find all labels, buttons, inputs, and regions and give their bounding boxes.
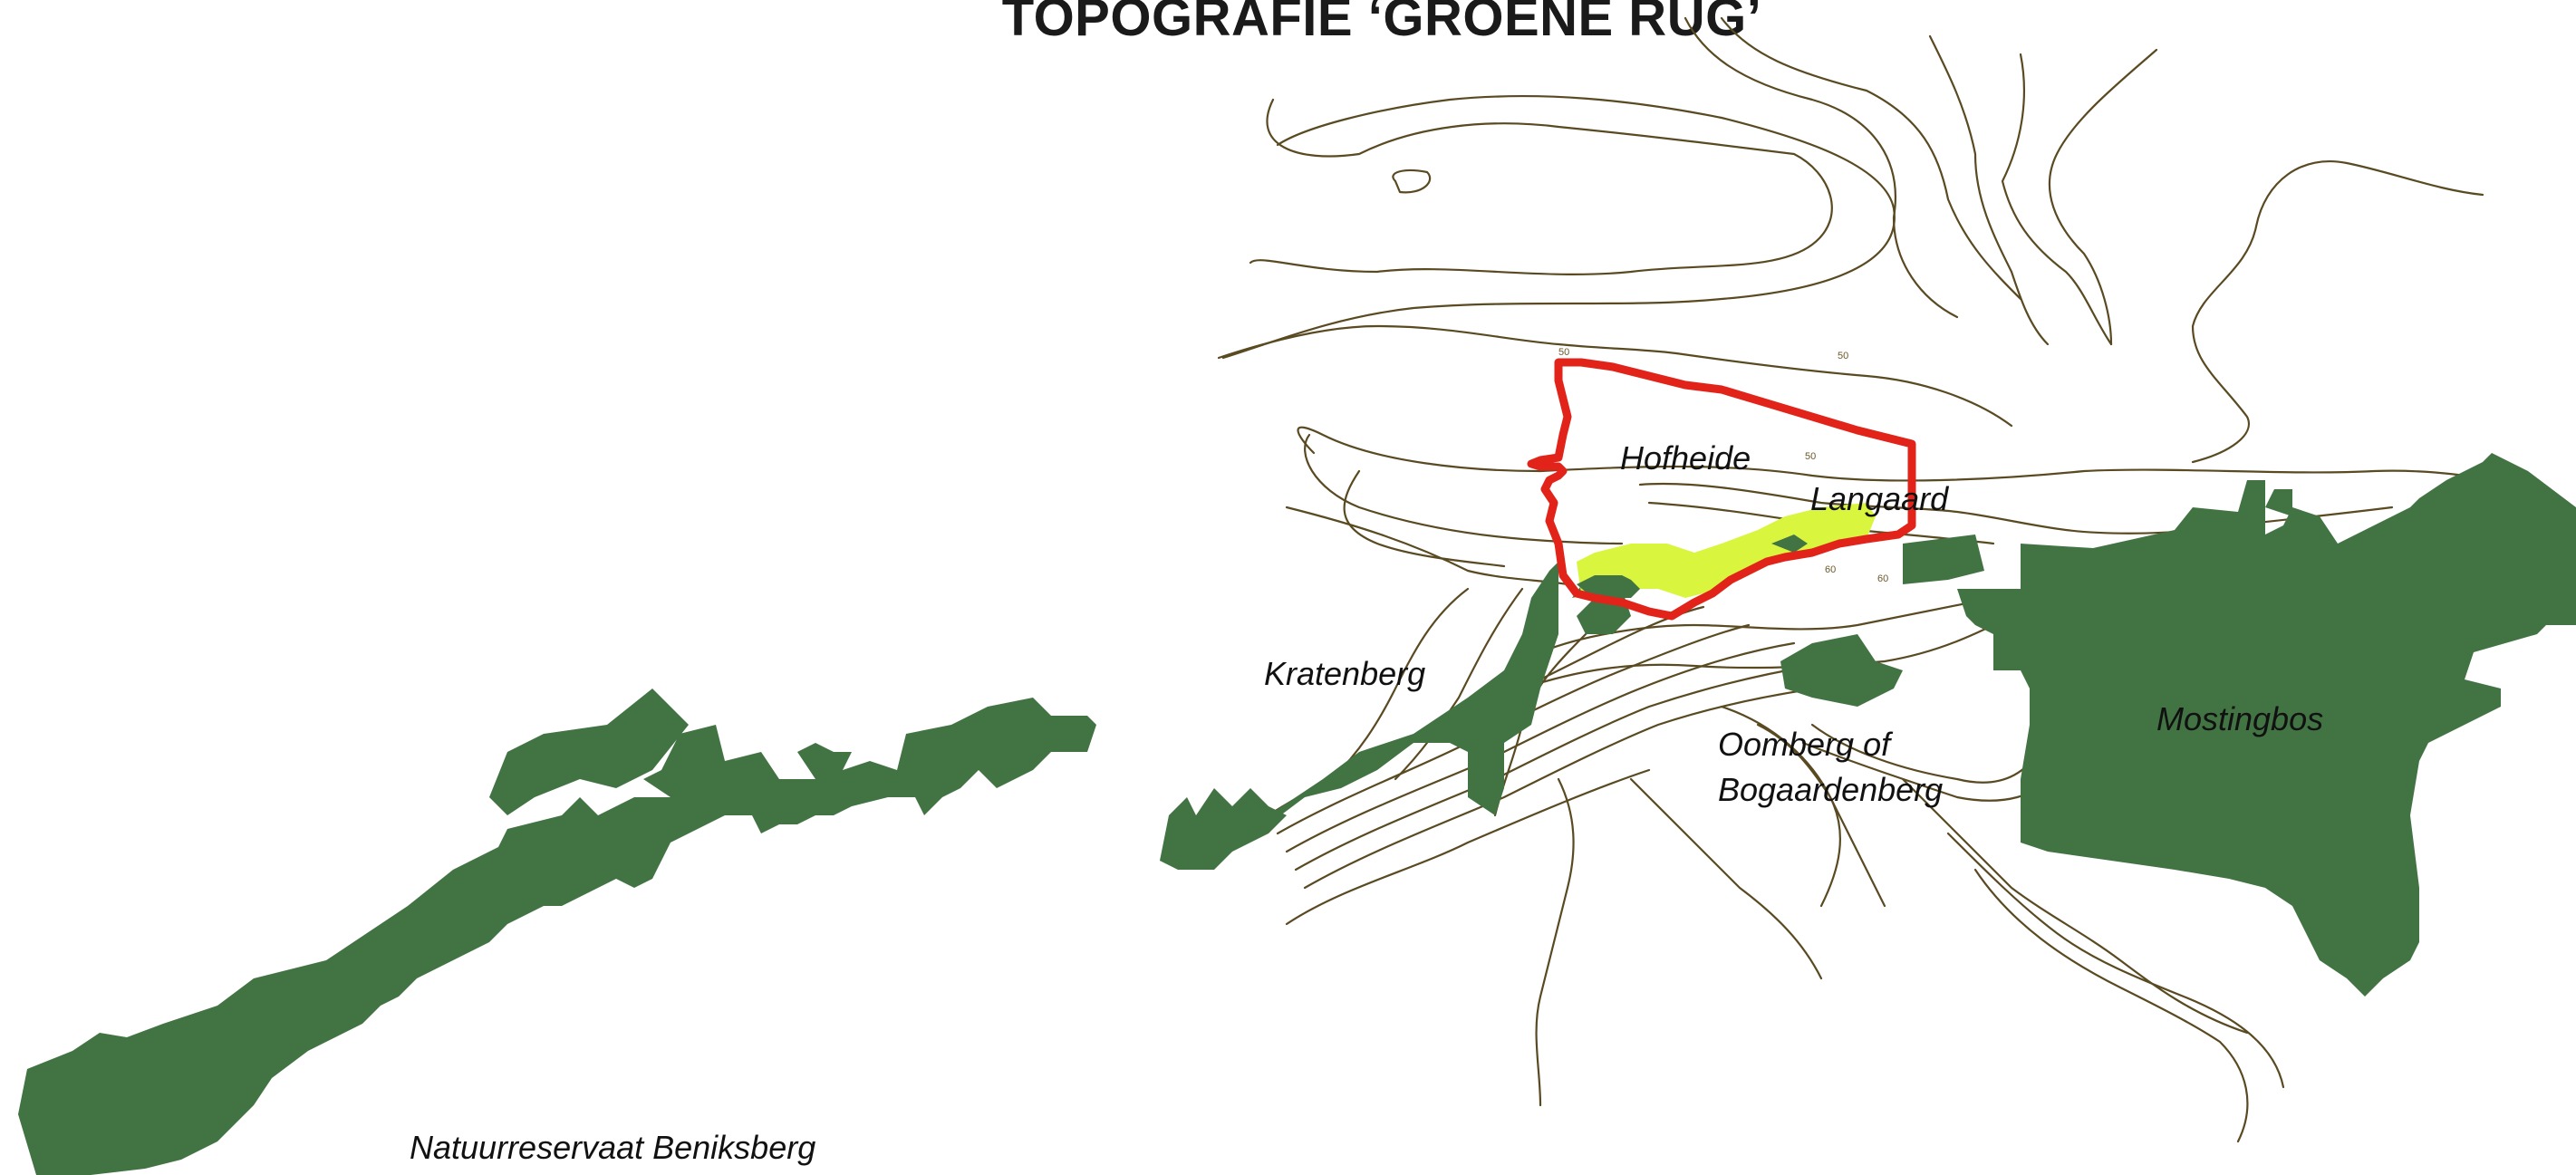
forest-areas	[18, 453, 2576, 1175]
contour-line	[1684, 16, 1959, 319]
contour-line	[1285, 641, 1796, 853]
contour-line	[2191, 160, 2484, 464]
contour-line	[1217, 324, 1678, 360]
forest-area	[1160, 788, 1287, 870]
label-oomberg: Oomberg of	[1718, 726, 1894, 763]
contour-line	[1901, 777, 2249, 1035]
contour-line	[1756, 723, 1886, 908]
contour-line	[1221, 94, 1896, 360]
label-bogaardenberg: Bogaardenberg	[1718, 771, 1943, 808]
elevation-label: 60	[1825, 564, 1836, 575]
elevation-label: 50	[1805, 451, 1816, 462]
contour-line	[1394, 587, 1524, 781]
forest-area	[1771, 535, 1808, 553]
elevation-label: 60	[1877, 573, 1888, 584]
contour-line	[1535, 777, 1575, 1107]
forest-area	[1780, 634, 1903, 707]
contour-line	[1629, 777, 1823, 980]
contour-line	[1720, 16, 2022, 301]
contour-line	[1973, 868, 2249, 1143]
elevation-label: 50	[1838, 351, 1848, 361]
contour-line	[1810, 723, 2041, 784]
label-hofheide: Hofheide	[1620, 439, 1751, 477]
contour-line	[2001, 53, 2113, 346]
label-beniksberg: Natuurreservaat Beniksberg	[410, 1129, 815, 1166]
contour-line	[1674, 352, 2013, 428]
contour-line	[1928, 34, 2050, 346]
forest-area	[489, 689, 689, 815]
contour-line	[1946, 832, 2285, 1089]
contour-line	[1294, 664, 1814, 872]
forest-area	[2265, 489, 2292, 516]
highlight-area-langaard	[1577, 503, 1876, 598]
contour-line	[1304, 433, 1624, 545]
contour-line	[2048, 48, 2158, 346]
forest-area-beniksberg	[18, 698, 1096, 1175]
label-kratenberg: Kratenberg	[1264, 655, 1425, 692]
contour-line	[1343, 469, 1506, 568]
label-langaard: Langaard	[1810, 480, 1949, 517]
map-title: TOPOGRAFIE ‘GROENE RUG’	[1001, 0, 1762, 47]
contour-line	[1297, 426, 2503, 482]
contour-line	[1285, 506, 1569, 586]
forest-area	[1903, 535, 1984, 584]
contour-line	[1330, 587, 1470, 781]
contour-line	[1303, 682, 1850, 890]
project-boundary	[1527, 358, 1916, 621]
contour-line	[1285, 768, 1651, 926]
contour-line	[1249, 98, 1833, 275]
forest-area-mostingbos	[1957, 453, 2576, 997]
label-mostingbos: Mostingbos	[2156, 700, 2323, 737]
elevation-label: 50	[1558, 347, 1569, 358]
contour-line	[1392, 169, 1432, 194]
contour-line	[1539, 596, 1995, 654]
